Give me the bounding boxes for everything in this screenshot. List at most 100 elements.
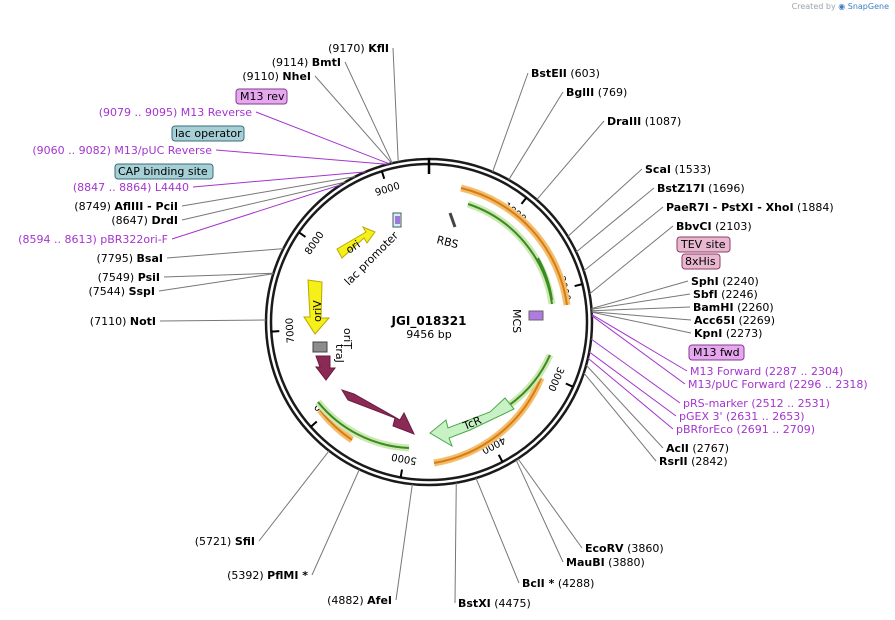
svg-text:BstXI (4475): BstXI (4475): [458, 597, 531, 610]
leader-line: [181, 176, 356, 207]
leader-line: [158, 273, 274, 292]
leader-line: [591, 280, 689, 310]
site-label-right: KpnI (2273): [694, 327, 762, 340]
leader-line: [536, 120, 605, 201]
leader-line: [311, 469, 360, 576]
leader-line: [475, 477, 520, 584]
trfa-arrow: [340, 389, 415, 435]
his8-box: 8xHis: [681, 253, 721, 270]
leader-line: [255, 111, 390, 165]
site-label-right: BglII (769): [566, 86, 627, 99]
svg-text:(5392) PflMI *: (5392) PflMI *: [227, 569, 308, 582]
leader-line: [166, 248, 284, 259]
site-label-right: pRS-marker (2512 .. 2531): [683, 397, 830, 410]
created-by-text: Created by: [791, 2, 836, 11]
site-label-left: (8647) DrdI: [111, 214, 178, 227]
tev-site-box: TEV site: [676, 236, 731, 253]
svg-text:lac operator: lac operator: [175, 127, 242, 140]
site-label-left: (5392) PflMI *: [227, 569, 308, 582]
leader-line: [591, 306, 691, 312]
svg-text:ScaI (1533): ScaI (1533): [645, 163, 711, 176]
green-arc-right-core: [467, 203, 553, 305]
site-label-right: SphI (2240): [691, 275, 759, 288]
orange-arc-left-core: [319, 409, 353, 441]
rbs-label: RBS: [435, 233, 459, 251]
leader-line: [392, 47, 399, 162]
svg-text:(9170) KflI: (9170) KflI: [328, 42, 389, 55]
snapgene-name: SnapGene: [847, 2, 889, 11]
svg-text:(8749) AflIII - PciI: (8749) AflIII - PciI: [74, 200, 178, 213]
leader-line: [163, 272, 274, 278]
svg-text:(8594 .. 8613) pBR322ori-F: (8594 .. 8613) pBR322ori-F: [18, 233, 168, 246]
site-label-right: BstXI (4475): [458, 597, 531, 610]
mcs-label: MCS: [510, 309, 523, 333]
tick-label: 8000: [303, 230, 326, 257]
svg-text:(7544) SspI: (7544) SspI: [88, 285, 155, 298]
leader-line: [591, 315, 686, 385]
svg-text:BamHI (2260): BamHI (2260): [693, 301, 774, 314]
site-label-left: (9170) KflI: [328, 42, 389, 55]
site-label-right: BstEII (603): [531, 67, 600, 80]
svg-text:(7110) NotI: (7110) NotI: [90, 315, 156, 328]
cap-site-box: CAP binding site: [114, 163, 214, 180]
site-label-right: M13 Forward (2287 .. 2304): [690, 365, 843, 378]
svg-text:(7549) PsiI: (7549) PsiI: [98, 271, 160, 284]
leader-line: [588, 351, 677, 417]
site-label-right: AclI (2767): [666, 442, 729, 455]
plasmid-size: 9456 bp: [406, 328, 451, 341]
svg-text:M13 Forward (2287 .. 2304): M13 Forward (2287 .. 2304): [690, 365, 843, 378]
ori-arrow: [336, 225, 376, 259]
tick-mark: [380, 170, 386, 180]
lac-operator-mark: [395, 216, 400, 224]
tick-label: 7000: [284, 317, 297, 343]
site-label-left: (7549) PsiI: [98, 271, 160, 284]
site-label-left: (8847 .. 8864) L4440: [73, 181, 189, 194]
orit-label: oriT: [341, 328, 354, 349]
green-arc-right-2: [537, 257, 553, 301]
tick-mark: [565, 382, 574, 388]
leader-line: [395, 484, 413, 601]
leader-line: [314, 75, 393, 164]
green-arc-left-core: [317, 401, 410, 449]
leader-line: [454, 482, 457, 604]
traj-label: traJ: [333, 344, 346, 363]
tick-mark: [497, 454, 504, 463]
traj-arrow: [314, 355, 336, 381]
svg-text:8xHis: 8xHis: [685, 255, 716, 268]
svg-text:(7795) BsaI: (7795) BsaI: [96, 252, 163, 265]
lac-promoter-label: lac promoter: [342, 229, 401, 288]
svg-text:pRS-marker (2512 .. 2531): pRS-marker (2512 .. 2531): [683, 397, 830, 410]
tick-mark: [298, 231, 307, 238]
tick-mark: [310, 420, 318, 428]
svg-text:SphI (2240): SphI (2240): [691, 275, 759, 288]
leader-line: [181, 181, 346, 221]
svg-text:BglII (769): BglII (769): [566, 86, 627, 99]
leader-line: [583, 206, 664, 272]
oriv-arrow: [303, 279, 331, 335]
leader-line: [567, 168, 643, 237]
svg-text:M13/pUC Forward (2296 .. 23: M13/pUC Forward (2296 .. 2318): [688, 378, 868, 391]
green-arc-right: [466, 200, 556, 305]
site-label-right: BamHI (2260): [693, 301, 774, 314]
site-label-left: (9114) BmtI: [272, 56, 341, 69]
site-label-left: (8749) AflIII - PciI: [74, 200, 178, 213]
leader-line: [590, 338, 681, 404]
svg-text:BclI * (4288): BclI * (4288): [522, 577, 594, 590]
rbs-mark: [448, 212, 457, 228]
site-label-left: (5721) SfiI: [195, 535, 255, 548]
site-label-left: (7544) SspI: [88, 285, 155, 298]
site-label-left: (7795) BsaI: [96, 252, 163, 265]
site-label-right: BbvCI (2103): [676, 220, 752, 233]
svg-text:M13 rev: M13 rev: [240, 90, 285, 103]
leader-line: [587, 357, 674, 430]
m13-rev-box: M13 rev: [235, 88, 288, 105]
leader-line: [492, 72, 529, 173]
site-label-right: PaeR7I - PstXI - XhoI (1884): [666, 201, 834, 214]
site-label-left: (9079 .. 9095) M13 Reverse: [99, 106, 252, 119]
site-label-left: (8594 .. 8613) pBR322ori-F: [18, 233, 168, 246]
svg-text:EcoRV (3860): EcoRV (3860): [585, 542, 664, 555]
site-label-right: RsrII (2842): [659, 455, 728, 468]
tick-mark: [520, 196, 528, 205]
svg-text:BbvCI (2103): BbvCI (2103): [676, 220, 752, 233]
